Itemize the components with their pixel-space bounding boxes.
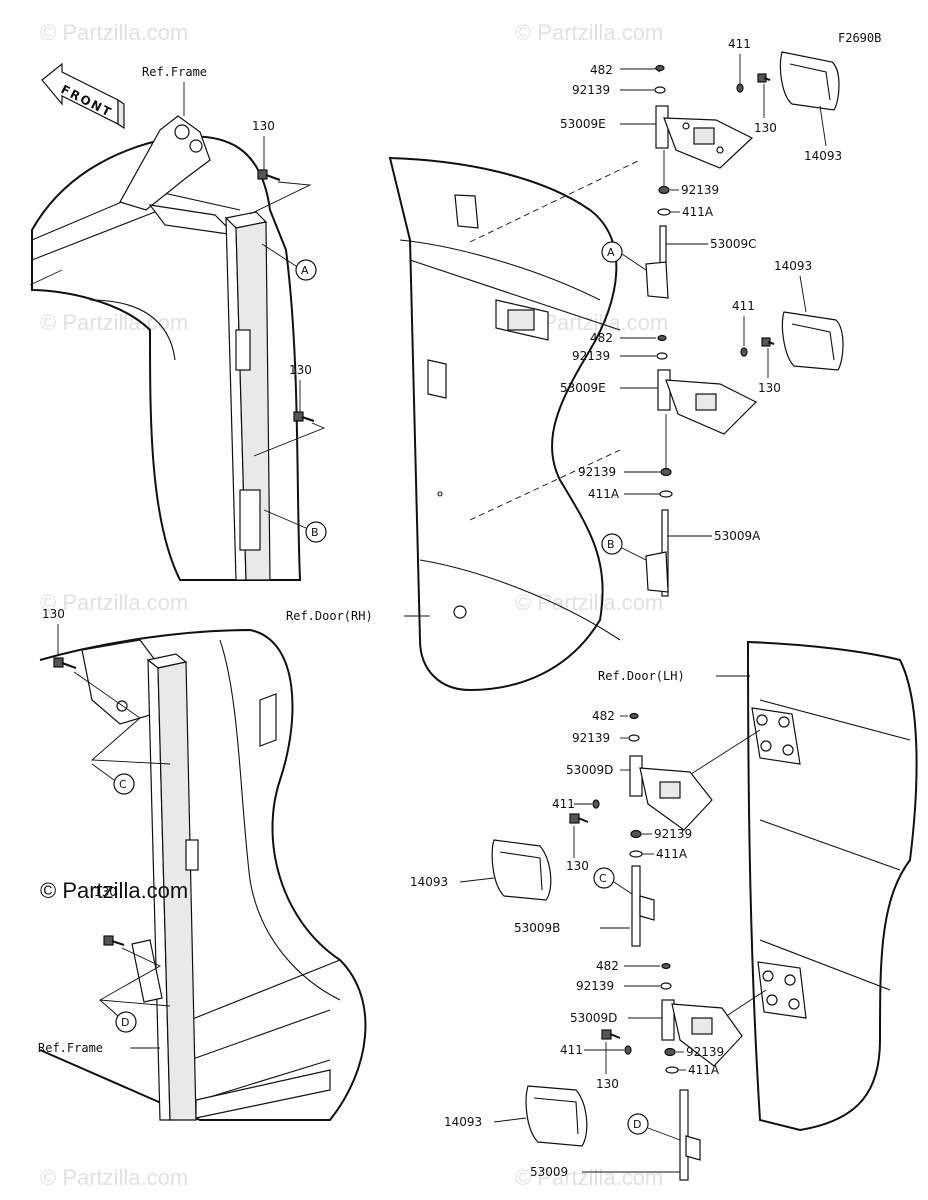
- part-53009b-label: 53009B: [514, 921, 560, 935]
- callout-a-hinge: [601, 241, 623, 263]
- part-14093-label-4: 14093: [444, 1115, 482, 1129]
- callout-a-text-2: A: [607, 246, 615, 259]
- figure-code: F2690B: [838, 31, 881, 45]
- part-130-label-3: 130: [754, 121, 777, 135]
- part-92139-label-4: 92139: [578, 465, 616, 479]
- part-411a-label-4: 411A: [688, 1063, 720, 1077]
- door-lh: [665, 640, 918, 1132]
- part-411a-label-1: 411A: [682, 205, 714, 219]
- watermark-1: © Partzilla.com: [40, 20, 188, 45]
- watermark-7: © Partzilla.com: [40, 1165, 188, 1190]
- callout-b-text-2: B: [607, 538, 615, 551]
- frame-top-left: [29, 115, 302, 581]
- callout-b-top-left: [305, 521, 327, 543]
- part-130-label-6: 130: [94, 885, 117, 899]
- part-92139-label-3: 92139: [572, 349, 610, 363]
- bolt-130-d: [103, 935, 125, 946]
- bolt-130-c: [53, 657, 77, 669]
- part-411-label-2: 411: [732, 299, 755, 313]
- hinge-rh-upper: [645, 51, 840, 299]
- part-411-label-3: 411: [552, 797, 575, 811]
- part-53009e-label-2: 53009E: [560, 381, 606, 395]
- callout-c-hinge: [593, 867, 615, 889]
- part-411-label-4: 411: [560, 1043, 583, 1057]
- part-482-label-1: 482: [590, 63, 613, 77]
- part-14093-label-1: 14093: [804, 149, 842, 163]
- hinge-lh-lower: [525, 962, 743, 1181]
- part-411-label-1: 411: [728, 37, 751, 51]
- callout-b-hinge: [601, 533, 623, 555]
- part-53009e-label-1: 53009E: [560, 117, 606, 131]
- part-92139-label-5: 92139: [572, 731, 610, 745]
- bolt-130-a: [257, 169, 281, 181]
- callout-a-text-1: A: [301, 264, 309, 277]
- part-53009a-label: 53009A: [714, 529, 761, 543]
- part-14093-label-2: 14093: [774, 259, 812, 273]
- part-130-label-1: 130: [252, 119, 275, 133]
- callout-d-text-2: D: [633, 1118, 641, 1131]
- part-482-label-3: 482: [592, 709, 615, 723]
- hinge-lh-upper: [491, 712, 713, 947]
- watermark-2: © Partzilla.com: [515, 20, 663, 45]
- part-411a-label-2: 411A: [588, 487, 620, 501]
- door-rh: [388, 156, 641, 692]
- bolt-130-b: [293, 411, 315, 422]
- part-92139-label-6: 92139: [654, 827, 692, 841]
- ref-frame-bottom-label: Ref.Frame: [38, 1041, 103, 1055]
- callout-c-frame: [113, 773, 135, 795]
- watermark-6: © Partzilla.com: [515, 590, 663, 615]
- part-130-label-7: 130: [566, 859, 589, 873]
- watermark-5: © Partzilla.com: [40, 590, 188, 615]
- part-92139-label-1: 92139: [572, 83, 610, 97]
- part-92139-label-2: 92139: [681, 183, 719, 197]
- frame-bottom-left: [39, 628, 367, 1121]
- callout-b-text-1: B: [311, 526, 319, 539]
- ref-frame-top-label: Ref.Frame: [142, 65, 207, 79]
- part-14093-label-3: 14093: [410, 875, 448, 889]
- watermark-3: © Partzilla.com: [40, 310, 188, 335]
- part-92139-label-8: 92139: [686, 1045, 724, 1059]
- front-arrow: FRONT: [41, 62, 125, 130]
- part-482-label-2: 482: [590, 331, 613, 345]
- copyright-text: © Partzilla.com: [40, 878, 188, 903]
- part-130-label-4: 130: [758, 381, 781, 395]
- part-53009c-label: 53009C: [710, 237, 757, 251]
- part-53009d-label-2: 53009D: [570, 1011, 617, 1025]
- part-130-label-5: 130: [42, 607, 65, 621]
- part-411a-label-3: 411A: [656, 847, 688, 861]
- callout-d-frame: [115, 1011, 137, 1033]
- hinge-rh-lower: [645, 311, 844, 597]
- part-130-label-2: 130: [289, 363, 312, 377]
- part-92139-label-7: 92139: [576, 979, 614, 993]
- callout-c-text-1: C: [119, 778, 127, 791]
- part-482-label-4: 482: [596, 959, 619, 973]
- callout-d-hinge: [627, 1113, 649, 1135]
- part-53009-label: 53009: [530, 1165, 568, 1179]
- part-53009d-label-1: 53009D: [566, 763, 613, 777]
- part-130-label-8: 130: [596, 1077, 619, 1091]
- ref-door-lh-label: Ref.Door(LH): [598, 669, 685, 683]
- callout-c-text-2: C: [599, 872, 607, 885]
- ref-door-rh-label: Ref.Door(RH): [286, 609, 373, 623]
- watermarks: © Partzilla.com © Partzilla.com © Partzi…: [40, 20, 668, 1190]
- watermark-8: © Partzilla.com: [515, 1165, 663, 1190]
- callout-d-text-1: D: [121, 1016, 129, 1029]
- callout-a-top-left: [295, 259, 317, 281]
